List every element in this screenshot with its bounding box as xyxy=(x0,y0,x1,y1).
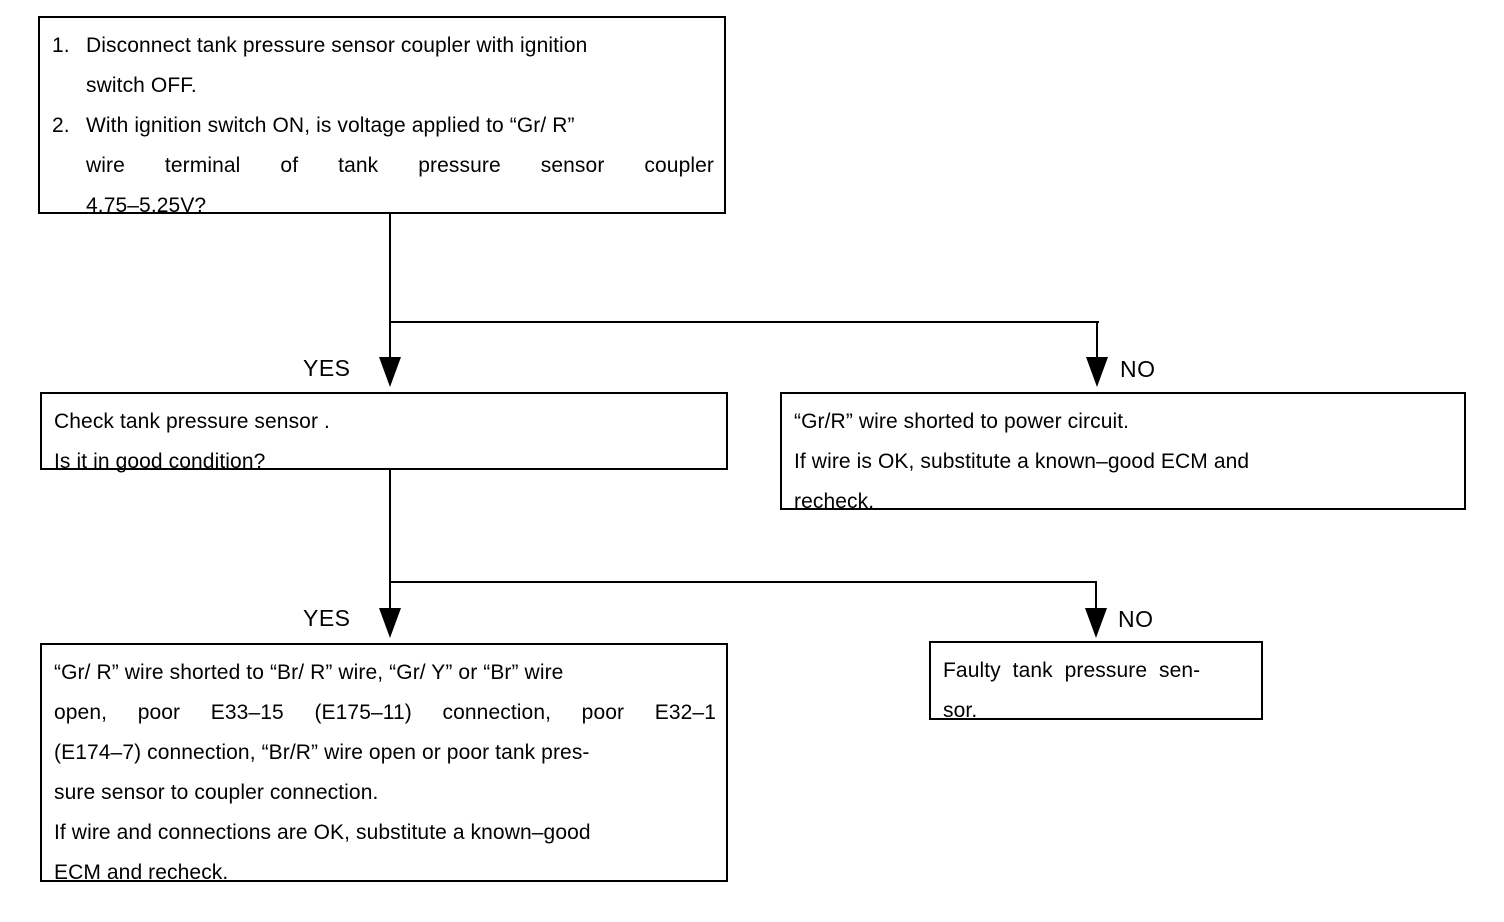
step-number: 2. xyxy=(52,114,70,137)
connector-stem-from-top-question xyxy=(389,214,391,359)
box-line: Faulty tank pressure sen- xyxy=(943,659,1201,682)
connector-stem-from-check-sensor xyxy=(389,470,391,610)
question-step-1: 1. Disconnect tank pressure sensor coupl… xyxy=(52,26,714,106)
arrow-down-yes-1 xyxy=(379,357,401,387)
branch-label-no-1: NO xyxy=(1120,356,1156,382)
box-line: sor. xyxy=(943,699,978,722)
flowchart-box-check-sensor: Check tank pressure sensor . Is it in go… xyxy=(40,392,728,473)
box-line: recheck. xyxy=(794,490,875,513)
box-line: “Gr/R” wire shorted to power circuit. xyxy=(794,410,1130,433)
step-line: 4.75–5.25V? xyxy=(86,194,207,217)
box-line: sure sensor to coupler connection. xyxy=(54,781,379,804)
step-line: Disconnect tank pressure sensor coupler … xyxy=(86,34,588,57)
box-line: If wire is OK, substitute a known–good E… xyxy=(794,450,1250,473)
question-step-2: 2. With ignition switch ON, is voltage a… xyxy=(52,106,714,226)
step-line: wire terminal of tank pressure sensor co… xyxy=(86,154,714,177)
branch-label-yes-2: YES xyxy=(303,605,351,631)
box-line: If wire and connections are OK, substitu… xyxy=(54,821,591,844)
box-line: ECM and recheck. xyxy=(54,861,229,884)
connector-stem-no-2 xyxy=(1095,581,1097,613)
arrow-down-yes-2 xyxy=(379,608,401,638)
flowchart-box-top-question: 1. Disconnect tank pressure sensor coupl… xyxy=(38,16,726,217)
box-line: (E174–7) connection, “Br/R” wire open or… xyxy=(54,741,590,764)
flowchart-box-shorted-to-power: “Gr/R” wire shorted to power circuit. If… xyxy=(780,392,1466,513)
box-line: “Gr/ R” wire shorted to “Br/ R” wire, “G… xyxy=(54,661,564,684)
flowchart-box-faulty-sensor: Faulty tank pressure sen- sor. xyxy=(929,641,1263,722)
connector-branch-horizontal-1 xyxy=(389,321,1099,323)
arrow-down-no-1 xyxy=(1086,357,1108,387)
connector-branch-horizontal-2 xyxy=(389,581,1097,583)
box-line: open, poor E33–15 (E175–11) connection, … xyxy=(54,701,716,724)
step-line: switch OFF. xyxy=(86,74,197,97)
step-number: 1. xyxy=(52,34,70,57)
connector-stem-no-1 xyxy=(1096,321,1098,359)
box-line: Check tank pressure sensor . xyxy=(54,410,330,433)
box-line: Is it in good condition? xyxy=(54,450,266,473)
step-line: With ignition switch ON, is voltage appl… xyxy=(86,114,575,137)
flowchart-box-wire-fault: “Gr/ R” wire shorted to “Br/ R” wire, “G… xyxy=(40,643,728,884)
branch-label-yes-1: YES xyxy=(303,355,351,381)
arrow-down-no-2 xyxy=(1085,608,1107,638)
branch-label-no-2: NO xyxy=(1118,606,1154,632)
